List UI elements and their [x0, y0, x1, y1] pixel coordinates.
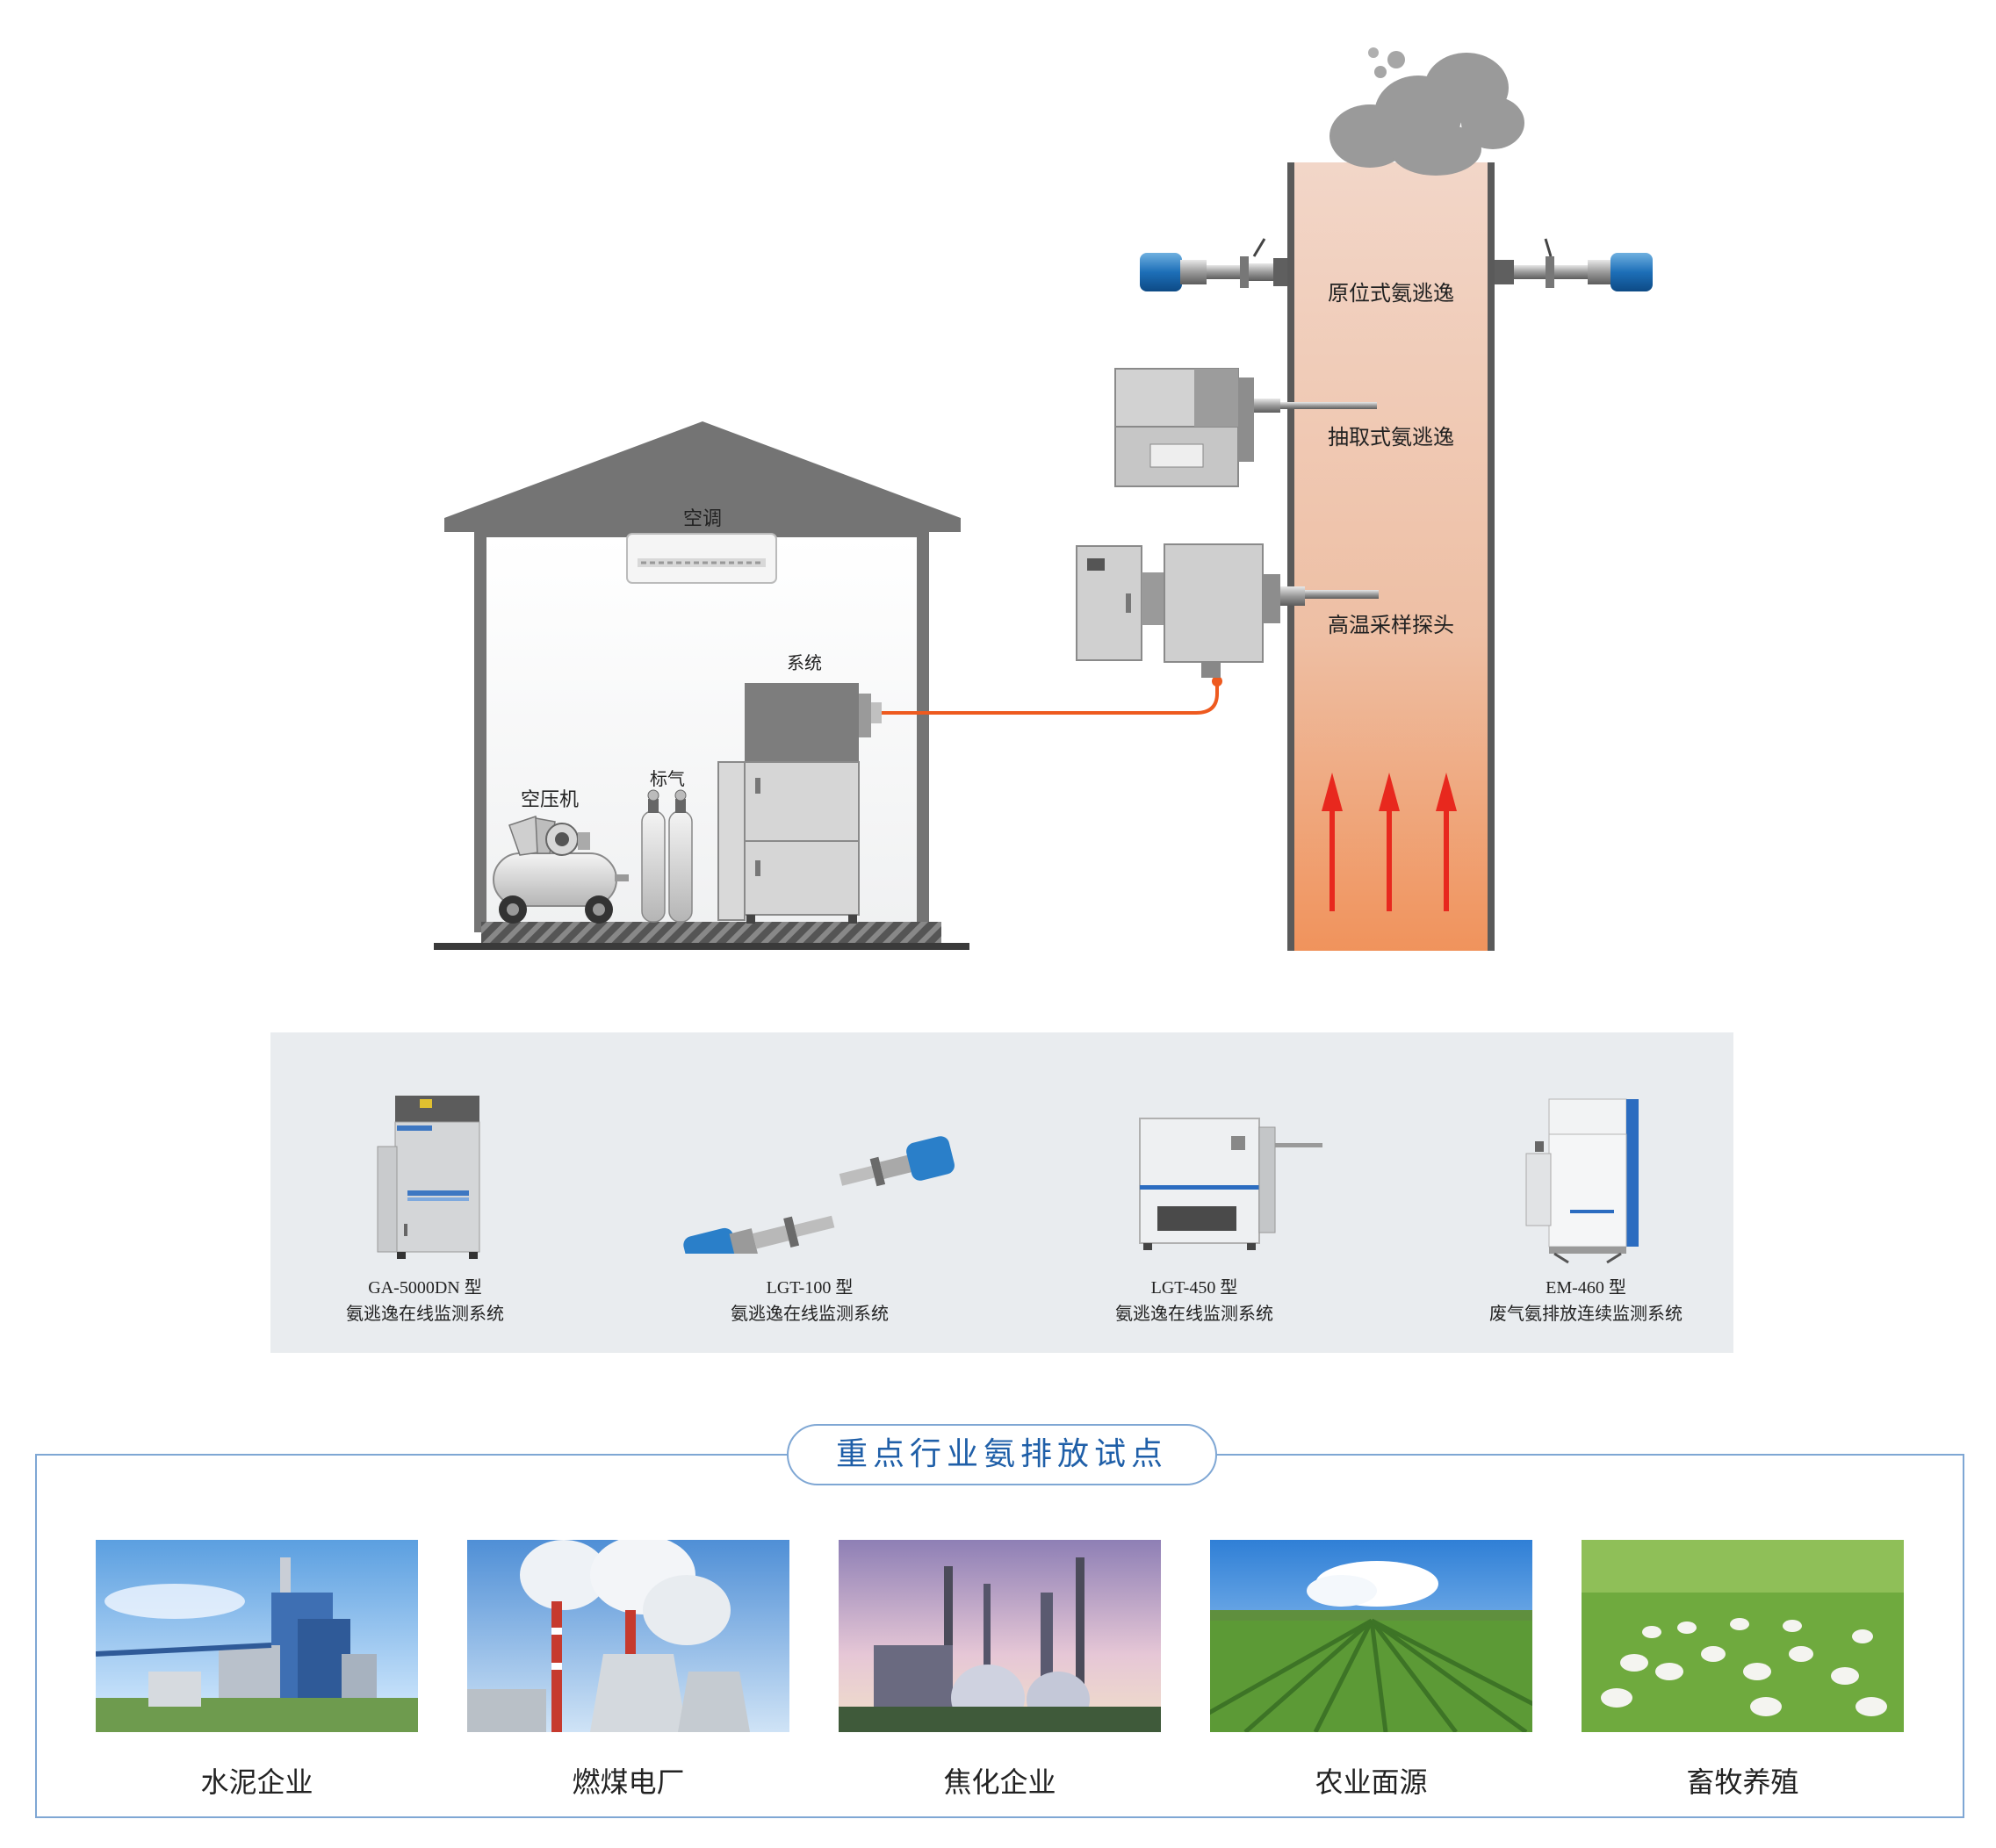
in-situ-analyzer — [1140, 238, 1653, 291]
in-situ-label: 原位式氨逃逸 — [1328, 281, 1454, 306]
extractive-label: 抽取式氨逃逸 — [1328, 425, 1454, 449]
industry-card-farmland: 农业面源 — [1210, 1540, 1532, 1801]
farmland-photo — [1210, 1540, 1532, 1732]
air-conditioner: 空调 — [626, 508, 777, 584]
system-label: 系统 — [787, 652, 822, 673]
product-model: LGT-450 型 — [1150, 1278, 1238, 1298]
high-temperature-probe-analyzer — [1076, 543, 1379, 678]
product-name: 氨逃逸在线监测系统 — [346, 1305, 504, 1324]
industry-card-coking: 焦化企业 — [839, 1540, 1161, 1801]
chimney-stack: 原位式氨逃逸 抽取式氨逃逸 高温采样探头 — [1287, 47, 1524, 951]
coking-plant-photo — [839, 1540, 1161, 1732]
extractive-analyzer — [1114, 368, 1377, 487]
calibration-gas-label: 标气 — [650, 768, 685, 789]
industry-label: 水泥企业 — [200, 1765, 313, 1799]
analyzer-room: 空调 系统 标气 — [434, 421, 969, 950]
product-name: 废气氨排放连续监测系统 — [1489, 1305, 1683, 1324]
product-name: 氨逃逸在线监测系统 — [1115, 1305, 1273, 1324]
monitoring-diagram: 空调 系统 标气 — [434, 47, 1653, 951]
industry-card-livestock: 畜牧养殖 — [1582, 1540, 1904, 1801]
system-cabinet: 系统 — [717, 652, 882, 924]
power-plant-photo — [467, 1540, 789, 1732]
heated-sample-line — [882, 681, 1219, 715]
livestock-photo — [1582, 1540, 1904, 1732]
product-caption-lgt-450: LGT-450 型 氨逃逸在线监测系统 — [1054, 1275, 1335, 1327]
product-image-lgt-100 — [683, 1136, 955, 1254]
product-model: EM-460 型 — [1546, 1278, 1626, 1298]
product-model: GA-5000DN 型 — [368, 1278, 482, 1298]
industry-label: 畜牧养殖 — [1686, 1765, 1799, 1799]
industry-card-power-plant: 燃煤电厂 — [467, 1540, 789, 1801]
product-name: 氨逃逸在线监测系统 — [731, 1305, 889, 1324]
air-compressor: 空压机 — [493, 789, 629, 924]
product-image-lgt-450 — [1139, 1118, 1322, 1250]
flue-gas-flow-arrows — [1322, 773, 1457, 911]
industry-section-title: 重点行业氨排放试点 — [787, 1424, 1217, 1485]
cement-plant-photo — [96, 1540, 418, 1732]
industry-card-cement: 水泥企业 — [96, 1540, 418, 1801]
room-floor — [481, 922, 941, 945]
product-image-em-460 — [1525, 1098, 1639, 1264]
industry-label: 农业面源 — [1315, 1765, 1428, 1799]
product-caption-ga-5000dn: GA-5000DN 型 氨逃逸在线监测系统 — [285, 1275, 566, 1327]
product-caption-lgt-100: LGT-100 型 氨逃逸在线监测系统 — [669, 1275, 950, 1327]
air-compressor-label: 空压机 — [521, 789, 579, 811]
calibration-gas-cylinders: 标气 — [641, 768, 693, 923]
product-model: LGT-100 型 — [766, 1278, 854, 1298]
industry-label: 焦化企业 — [943, 1765, 1056, 1799]
product-panel — [270, 1032, 1733, 1353]
industry-label: 燃煤电厂 — [572, 1765, 685, 1799]
product-image-ga-5000dn — [377, 1096, 480, 1259]
probe-label: 高温采样探头 — [1328, 613, 1454, 637]
air-conditioner-label: 空调 — [683, 508, 722, 530]
smoke-cloud — [1329, 47, 1524, 176]
product-caption-em-460: EM-460 型 废气氨排放连续监测系统 — [1445, 1275, 1726, 1327]
